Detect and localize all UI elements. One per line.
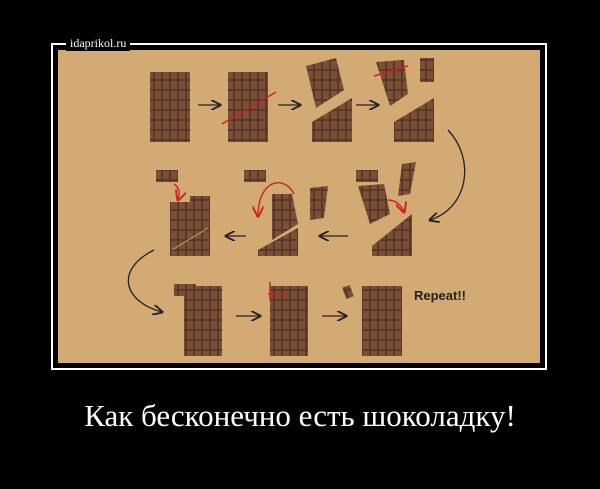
caption: Как бесконечно есть шоколадку! [84,398,516,433]
chocolate-bar-whole [362,286,402,356]
chocolate-bar-cut [270,286,308,356]
watermark: idaprikol.ru [66,35,131,51]
chocolate-piece-bottom [312,98,352,142]
chocolate-piece-side [310,186,328,220]
chocolate-piece-bottom [394,98,434,142]
chocolate-piece-bottom [372,214,412,256]
chocolate-piece-side [398,162,416,196]
chocolate-assembled-bar [170,196,210,256]
red-curved-arrow [258,182,295,216]
chocolate-trick-diagram: Repeat!! [58,50,540,363]
curved-arrow [430,129,466,220]
chocolate-bar-whole [150,72,190,142]
chocolate-small-square [342,284,354,300]
chocolate-small-square [244,170,266,182]
chocolate-small-square [420,58,434,82]
chocolate-piece-top [272,194,298,240]
red-arrow [387,199,404,212]
chocolate-small-square [356,170,378,182]
chocolate-piece-top [306,58,344,108]
chocolate-bar-cut [228,72,268,142]
diagonal-cut-line [171,227,209,251]
demotivator-frame [51,43,547,370]
red-arrow [173,183,179,200]
cut-line [373,65,409,77]
chocolate-small-square [156,170,178,182]
curved-arrow [127,249,162,312]
chocolate-assembled-bar [184,286,222,356]
diagonal-cut-line [221,91,277,125]
chocolate-piece-top [376,60,408,106]
chocolate-piece-bottom [258,228,298,256]
repeat-label: Repeat!! [414,288,466,303]
diagram-svg: Repeat!! [127,58,466,356]
chocolate-piece-top [358,184,390,224]
